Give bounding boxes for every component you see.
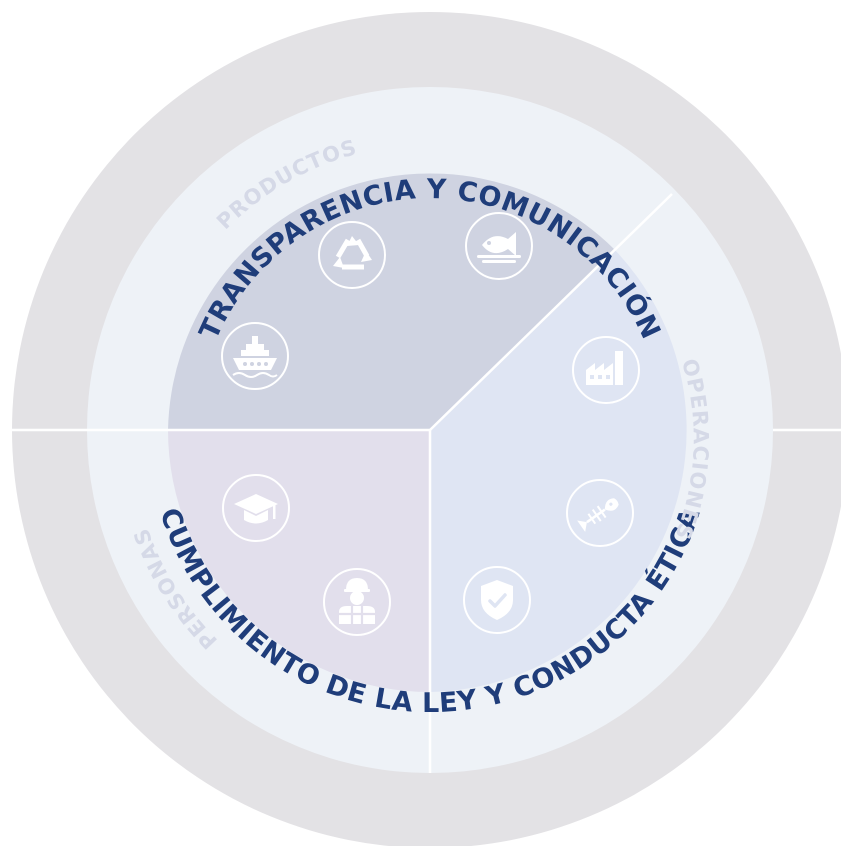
divider-diagonal: [429, 193, 673, 431]
graduation-cap-icon[interactable]: [222, 474, 290, 542]
ship-icon[interactable]: [221, 322, 289, 390]
sector-personas[interactable]: [168, 430, 430, 692]
factory-icon[interactable]: [572, 336, 640, 404]
fish-bone-icon[interactable]: [566, 479, 634, 547]
worker-icon[interactable]: [323, 568, 391, 636]
recycle-icon[interactable]: [318, 221, 386, 289]
shield-check-icon[interactable]: [463, 566, 531, 634]
fish-dish-icon[interactable]: [465, 212, 533, 280]
